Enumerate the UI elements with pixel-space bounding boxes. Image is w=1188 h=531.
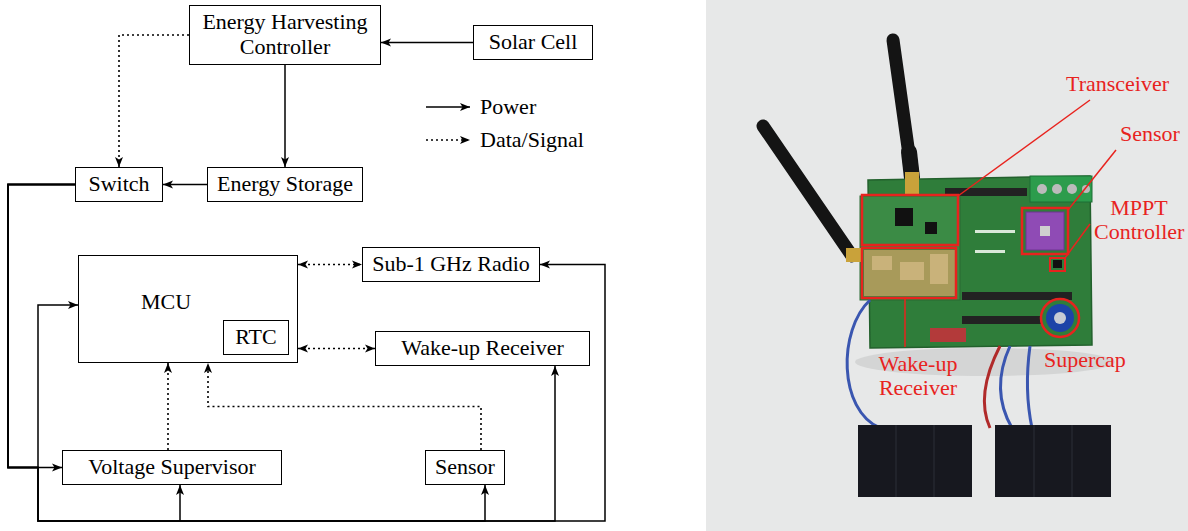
node-text: Solar Cell xyxy=(489,30,578,55)
power-arrow xyxy=(8,185,75,468)
connector xyxy=(930,328,966,342)
power-arrow xyxy=(163,184,207,186)
sensor-box: Sensor xyxy=(425,450,505,485)
highlight-box xyxy=(862,248,956,298)
highlight-box xyxy=(1022,208,1068,254)
chip xyxy=(895,208,913,226)
wire xyxy=(984,346,1000,428)
callout-label: MPPT Controller xyxy=(1094,196,1184,244)
leader-line xyxy=(1065,224,1090,258)
photo-background xyxy=(706,0,1188,531)
legend-line xyxy=(426,106,470,108)
node-text: Sub-1 GHz Radio xyxy=(372,252,530,277)
highlight-circle xyxy=(1041,299,1079,337)
solar-cell xyxy=(995,425,1111,497)
sma-connector xyxy=(846,248,862,262)
node-text: Energy Storage xyxy=(217,172,353,197)
cell-grid xyxy=(1034,425,1035,497)
wire xyxy=(847,300,880,428)
supercap-top xyxy=(1054,312,1066,324)
power-arrow xyxy=(381,42,473,44)
leader-line xyxy=(958,100,1090,196)
storage-box: Energy Storage xyxy=(207,167,363,202)
callout-label: Sensor xyxy=(1120,122,1180,146)
node-text: Switch xyxy=(88,172,149,197)
signal-arrow xyxy=(119,35,189,167)
pad xyxy=(900,262,924,280)
mppt-chip xyxy=(1053,260,1062,268)
node-text: Energy Harvesting Controller xyxy=(198,10,372,59)
terminal-screw xyxy=(1052,184,1062,194)
legend-line xyxy=(426,139,470,141)
sma-connector xyxy=(905,172,919,196)
solar-cell xyxy=(858,425,972,497)
radio-box: Sub-1 GHz Radio xyxy=(362,247,540,282)
rtc-box: RTC xyxy=(223,320,289,355)
cell-grid xyxy=(934,425,935,497)
pad xyxy=(930,254,948,284)
cell-grid xyxy=(896,425,897,497)
callout-label: Transceiver xyxy=(1066,72,1169,96)
terminal-screw xyxy=(1067,184,1077,194)
legend-text: Data/Signal xyxy=(480,127,584,153)
radio-module xyxy=(860,196,960,300)
signal-arrow xyxy=(298,264,362,266)
wire xyxy=(1000,346,1012,428)
pad xyxy=(872,256,892,270)
silkscreen xyxy=(975,230,1015,233)
mcu-box: MCU RTC xyxy=(78,255,298,363)
sensor-chip xyxy=(1040,226,1050,236)
power-arrow xyxy=(284,65,286,167)
node-text: Voltage Supervisor xyxy=(88,455,256,480)
legend-entry: Data/Signal xyxy=(424,127,584,153)
bus-branch xyxy=(179,485,181,521)
chip xyxy=(925,222,937,234)
power-arrow xyxy=(8,185,605,522)
callout-label: Supercap xyxy=(1044,348,1126,372)
receiver-box: Wake-up Receiver xyxy=(375,331,590,366)
switch-box: Switch xyxy=(75,167,163,202)
node-text: MCU xyxy=(141,290,191,315)
controller-box: Energy Harvesting Controller xyxy=(189,5,381,65)
silkscreen xyxy=(975,250,1005,253)
terminal-block xyxy=(1030,176,1092,202)
antenna xyxy=(763,126,852,256)
highlight-box xyxy=(1050,258,1065,271)
node-text: Sensor xyxy=(435,455,495,480)
wire xyxy=(1027,346,1032,428)
signal-arrow xyxy=(167,363,169,450)
callout-label: Wake-up Receiver xyxy=(866,352,970,400)
power-arrow xyxy=(8,185,78,468)
node-text: Wake-up Receiver xyxy=(401,336,564,361)
signal-arrow xyxy=(298,348,375,350)
wake-up-module xyxy=(864,250,956,296)
leader-line xyxy=(904,299,906,347)
legend-entry: Power xyxy=(424,94,536,120)
connectors xyxy=(8,35,605,521)
cell-grid xyxy=(1072,425,1073,497)
node-text: RTC xyxy=(235,325,276,350)
highlight-box xyxy=(862,195,958,245)
supercap-body xyxy=(1046,304,1074,332)
leader-line xyxy=(1068,150,1116,210)
signal-arrow xyxy=(208,363,481,450)
pin-header xyxy=(962,316,1042,324)
terminal-screw xyxy=(1037,184,1047,194)
source-box: Solar Cell xyxy=(473,25,593,60)
supervisor-box: Voltage Supervisor xyxy=(62,450,282,485)
legend-sample xyxy=(424,97,472,117)
legend-sample xyxy=(424,130,472,150)
legend-text: Power xyxy=(480,94,536,120)
sensor-module xyxy=(1026,212,1064,250)
